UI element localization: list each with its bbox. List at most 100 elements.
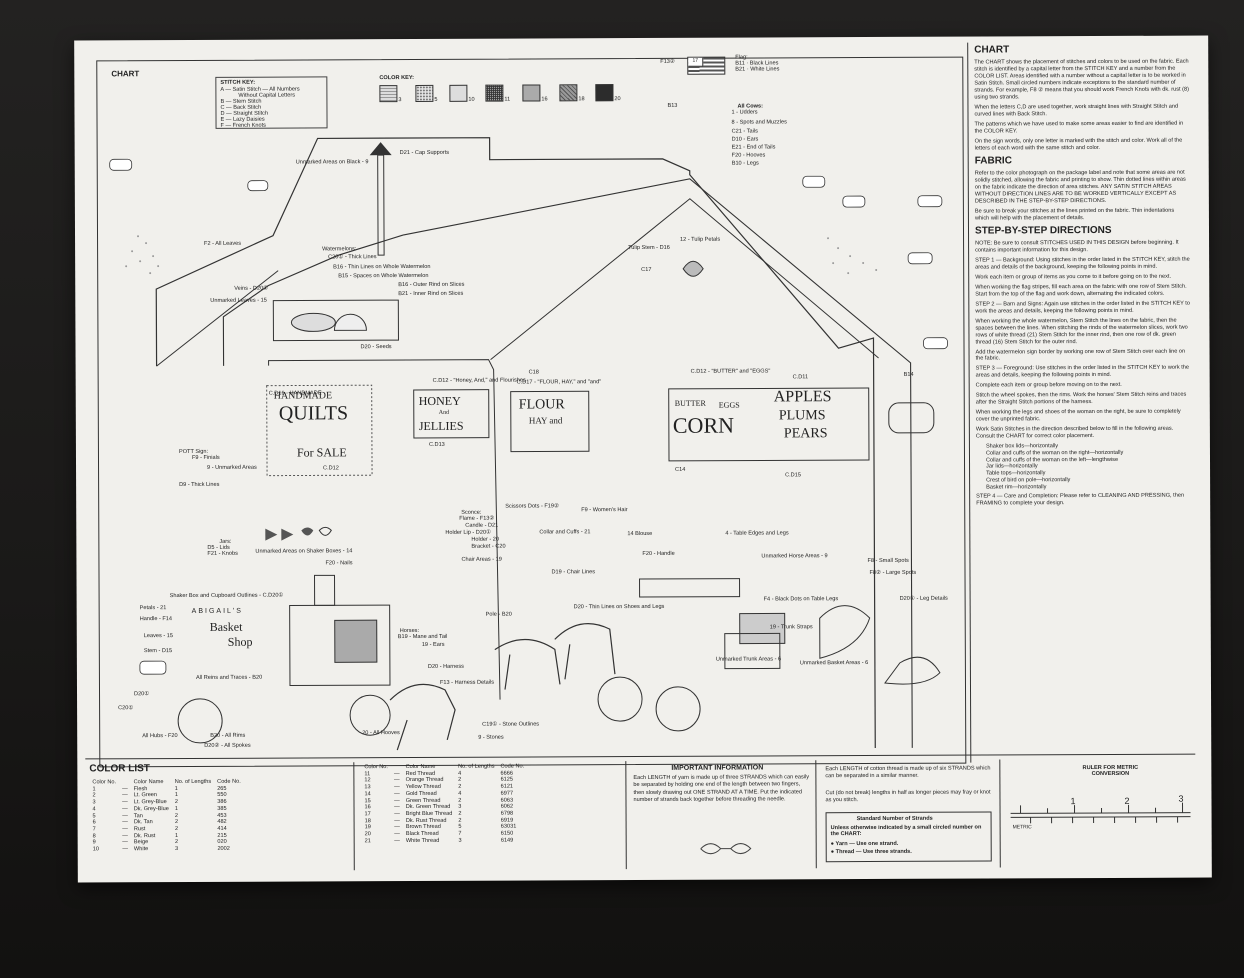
steps-para: Add the watermelon sign border by workin… xyxy=(975,348,1186,363)
cl-header: Color No. xyxy=(364,764,388,771)
callout-label: Candle - D21 xyxy=(465,522,499,529)
divider xyxy=(353,762,355,871)
fabric-para: Refer to the color photograph on the pac… xyxy=(974,169,1186,205)
cotton-text: Cut (do not break) lengths in half as lo… xyxy=(825,789,991,804)
callout-label: F2 - All Leaves xyxy=(204,240,242,247)
cl-header: Code No. xyxy=(500,763,525,770)
steps-para: When working the flag stripes, fill each… xyxy=(975,283,1187,298)
cotton-text: Each LENGTH of cotton thread is made up … xyxy=(825,765,991,780)
cl-header: No. of Lengths xyxy=(174,778,212,786)
callout-label: C14 xyxy=(675,466,686,473)
ruler-ticks xyxy=(1010,802,1191,824)
metric-ruler: 1 2 3 METRIC xyxy=(1010,793,1191,836)
ruler-title: RULER FOR METRIC CONVERSION xyxy=(1082,764,1139,778)
callout-label: C.D13 xyxy=(428,441,445,448)
callout-label: B14 xyxy=(903,371,914,378)
callout-label: B21 - Inner Rind on Slices xyxy=(398,290,464,298)
callout-label: D20 - Thin Lines on Shoes and Legs xyxy=(573,603,665,611)
callout-label: All Reins and Traces - B20 xyxy=(195,674,263,681)
chart-para: When the letters C,D are used together, … xyxy=(974,103,1179,118)
callout-label: Leaves - 15 xyxy=(143,633,174,640)
callout-label: 4 - Table Edges and Legs xyxy=(725,530,789,537)
callout-label: C20① - Thick Lines xyxy=(328,254,377,261)
callout-label: 19 - Ears xyxy=(421,641,445,648)
callout-label: B16 - Outer Rind on Slices xyxy=(398,281,465,289)
callout-label: B13 xyxy=(667,102,678,109)
callout-label: Unmarked Areas on Black - 9 xyxy=(295,159,369,166)
callout-label: Watermelons: xyxy=(322,246,357,253)
chart-para: On the sign words, only one letter is ma… xyxy=(974,137,1183,152)
callout-label: D20① xyxy=(134,691,150,698)
barn-drawing xyxy=(109,137,948,751)
ruler-inch-3: 3 xyxy=(1178,793,1184,804)
steps-para: Stitch the wheel spokes, then the rims. … xyxy=(975,392,1187,406)
callout-label: D19 - Chair Lines xyxy=(551,569,596,576)
steps-section-title: STEP-BY-STEP DIRECTIONS xyxy=(974,224,1112,237)
sign-and: And xyxy=(438,409,450,416)
callout-label: Flame - F13② xyxy=(459,515,495,522)
callout-label: 12 - Tulip Petals xyxy=(680,236,721,243)
ruler-inch-1: 1 xyxy=(1070,796,1076,807)
callout-label: F8 - Small Spots xyxy=(867,557,909,565)
cl-header: No. of Lengths xyxy=(458,763,495,770)
steps-para: When working the legs and shoes of the w… xyxy=(975,409,1181,423)
divider xyxy=(999,759,1001,868)
callout-label: C.D12 - "Honey, And," and Flourishes xyxy=(432,377,526,384)
callout-label: 19 - Trunk Straps xyxy=(769,624,813,631)
callout-label: Stem - D15 xyxy=(143,648,173,655)
steps-para: STEP 1 — Background: Using stitches in t… xyxy=(975,256,1190,271)
callout-label: Collar and Cuffs - 21 xyxy=(539,529,591,536)
sign-quilts: QUILTS xyxy=(278,402,349,425)
callout-label: F20 - Handle xyxy=(642,550,675,558)
callout-label: Scissors Dots - F19② xyxy=(505,503,560,510)
callout-label: C19① - Stone Outlines xyxy=(482,721,540,728)
steps-sub-item: Basket rim—horizontally xyxy=(986,483,1047,491)
sign-shop: Shop xyxy=(227,634,253,649)
steps-para: Complete each item or group before movin… xyxy=(975,382,1122,389)
sign-apples: APPLES xyxy=(773,388,832,406)
callout-label: Pole - B20 xyxy=(485,611,512,618)
callout-label: C.D12 xyxy=(323,465,339,472)
steps-para: When working the whole watermelon, Stem … xyxy=(975,317,1188,346)
callout-label: F13 - Harness Details xyxy=(439,679,495,686)
callout-label: C.D15 xyxy=(785,472,801,479)
callout-label: Unmarked Basket Areas - 6 xyxy=(799,660,869,667)
sign-corn: CORN xyxy=(672,412,735,438)
cl-header: Color No. xyxy=(92,779,117,786)
callout-label: D20② - All Spokes xyxy=(204,742,251,749)
sign-eggs: EGGS xyxy=(718,400,740,410)
chart-frame: CHART STITCH KEY: A — Satin Stitch — All… xyxy=(96,55,967,768)
chart-para: The CHART shows the placement of stitche… xyxy=(974,58,1189,101)
callout-label: Petals - 21 xyxy=(139,605,167,612)
steps-para: STEP 4 — Care and Completion: Please ref… xyxy=(976,492,1185,507)
callout-label: B16 - Thin Lines on Whole Watermelon xyxy=(333,263,431,271)
callout-label: F20 - Nails xyxy=(325,560,353,567)
callout-label: 20 - All Hooves xyxy=(362,730,400,737)
steps-para: STEP 2 — Barn and Signs: Again use stitc… xyxy=(975,300,1190,315)
color-list-title: COLOR LIST xyxy=(89,763,150,775)
callout-label: Holder Lip - D20① xyxy=(445,529,492,536)
callout-label: 14 Blouse xyxy=(627,530,653,538)
callout-label: D9 - Thick Lines xyxy=(179,481,220,489)
callout-label: F4 - Black Dots on Table Legs xyxy=(763,596,839,603)
divider xyxy=(815,760,817,869)
sign-hay: HAY and xyxy=(528,415,563,426)
callout-label: C.D16 - HANDMADE xyxy=(268,390,322,397)
divider xyxy=(625,761,627,870)
fabric-para: Be sure to break your stitches at the li… xyxy=(974,207,1175,222)
callout-label: All Hubs - F20 xyxy=(142,733,178,740)
sign-plums: PLUMS xyxy=(778,408,826,424)
callout-label: B15 - Spaces on Whole Watermelon xyxy=(338,272,429,280)
callout-label: Veins - D20① xyxy=(234,285,269,292)
callout-label: Handle - F14 xyxy=(139,616,173,623)
callout-label: Chair Areas - 19 xyxy=(461,556,502,563)
sign-pears: PEARS xyxy=(783,426,828,442)
callout-label: 9 - Stones xyxy=(478,734,504,741)
fabric-section-title: FABRIC xyxy=(974,155,1012,167)
callout-label: D20 - Seeds xyxy=(360,344,392,351)
bow-icon xyxy=(700,843,752,855)
callout-label: Unmarked Horse Areas - 9 xyxy=(761,553,828,560)
